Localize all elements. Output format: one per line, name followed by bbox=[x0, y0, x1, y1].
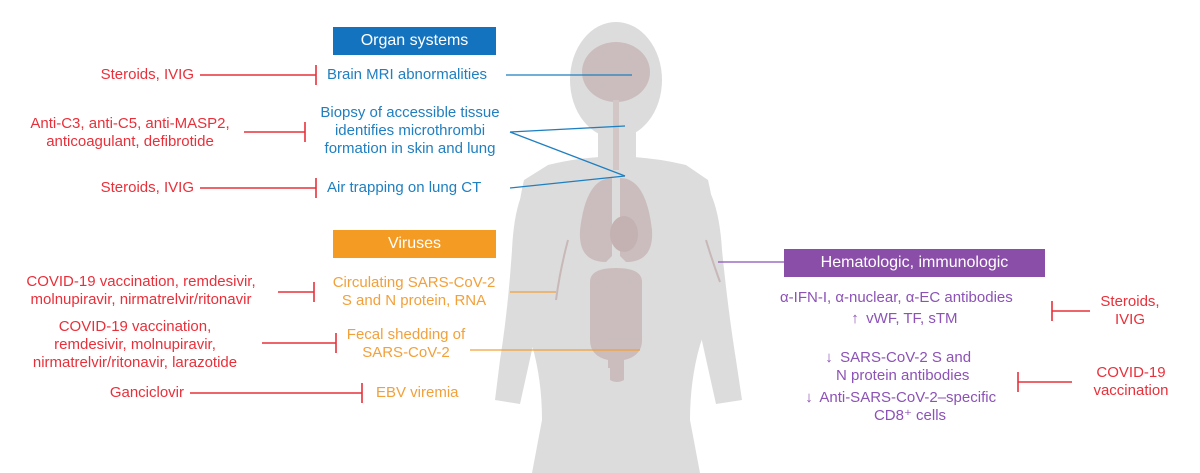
spinal-cord-shape bbox=[613, 100, 619, 170]
cd8-finding: ↓ Anti-SARS-CoV-2–specific CD8⁺ cells bbox=[802, 389, 1018, 425]
circulating-treatment: COVID-19 vaccination, remdesivir, molnup… bbox=[6, 273, 276, 309]
cd8-line-1: ↓ Anti-SARS-CoV-2–specific bbox=[802, 389, 1018, 407]
hematologic-header: Hematologic, immunologic bbox=[784, 249, 1045, 277]
viruses-header: Viruses bbox=[333, 230, 496, 258]
fecal-line-2: SARS-CoV-2 bbox=[362, 344, 450, 361]
fecal-treatment-line-1: COVID-19 vaccination, bbox=[58, 318, 212, 335]
organ-systems-header: Organ systems bbox=[333, 27, 496, 55]
biopsy-line-1: Biopsy of accessible tissue bbox=[320, 104, 500, 121]
virus-connectors bbox=[470, 291, 640, 351]
steroids-ivig-treatment: Steroids, IVIG bbox=[1090, 293, 1170, 329]
biopsy-connector-lower bbox=[509, 131, 626, 177]
organs bbox=[555, 42, 721, 382]
biopsy-treatment-line-2: anticoagulant, defibrotide bbox=[46, 133, 214, 150]
down-arrow-icon: ↓ bbox=[805, 389, 813, 406]
brain-shape bbox=[582, 42, 650, 102]
inhibition-lines bbox=[190, 65, 1090, 403]
biopsy-line-2: identifies microthrombi bbox=[334, 122, 486, 139]
left-vessel bbox=[555, 239, 569, 301]
cd8-line-2: CD8⁺ cells bbox=[873, 407, 947, 424]
fecal-line-1: Fecal shedding of bbox=[346, 326, 466, 343]
circulating-treatment-line-1: COVID-19 vaccination, remdesivir, bbox=[26, 273, 256, 290]
sars-antibodies-line-1: ↓ SARS-CoV-2 S and bbox=[822, 349, 971, 367]
biopsy-connector-upper bbox=[509, 125, 626, 133]
lung-treatment: Steroids, IVIG bbox=[100, 179, 194, 196]
fecal-treatment: COVID-19 vaccination, remdesivir, molnup… bbox=[10, 318, 260, 372]
sars-antibodies-finding: ↓ SARS-CoV-2 S and N protein antibodies bbox=[822, 349, 971, 385]
lung-connector bbox=[509, 175, 626, 189]
left-arm-shape bbox=[495, 172, 550, 404]
up-arrow-icon: ↑ bbox=[851, 310, 859, 327]
lung-ct-finding: Air trapping on lung CT bbox=[327, 179, 482, 196]
brain-treatment: Steroids, IVIG bbox=[100, 66, 194, 83]
fecal-treatment-line-2: remdesivir, molnupiravir, bbox=[54, 336, 216, 353]
steroids-line-1: Steroids, bbox=[1100, 293, 1160, 310]
ebv-finding: EBV viremia bbox=[376, 384, 459, 401]
biopsy-treatment: Anti-C3, anti-C5, anti-MASP2, anticoagul… bbox=[20, 115, 240, 151]
right-vessel bbox=[705, 239, 721, 283]
vaccination-treatment: COVID-19 vaccination bbox=[1076, 364, 1186, 400]
organ-connectors bbox=[506, 74, 632, 189]
circulating-line-2: S and N protein, RNA bbox=[341, 292, 487, 309]
sars-antibodies-line-2: N protein antibodies bbox=[836, 367, 970, 384]
circulating-treatment-line-2: molnupiravir, nirmatrelvir/ritonavir bbox=[30, 291, 252, 308]
fecal-finding: Fecal shedding of SARS-CoV-2 bbox=[346, 326, 466, 362]
vaccine-line-1: COVID-19 bbox=[1096, 364, 1166, 381]
rectum-shape bbox=[610, 364, 624, 382]
fecal-treatment-line-3: nirmatrelvir/ritonavir, larazotide bbox=[32, 354, 238, 371]
vwf-finding: ↑ vWF, TF, sTM bbox=[848, 310, 958, 328]
autoantibodies-finding: α-IFN-I, α-nuclear, α-EC antibodies bbox=[780, 289, 1013, 306]
vaccine-line-2: vaccination bbox=[1093, 382, 1169, 399]
vwf-label: vWF, TF, sTM bbox=[866, 310, 958, 327]
brain-mri-finding: Brain MRI abnormalities bbox=[327, 66, 488, 83]
down-arrow-icon: ↓ bbox=[825, 349, 833, 366]
biopsy-finding: Biopsy of accessible tissue identifies m… bbox=[310, 104, 510, 158]
circulating-line-1: Circulating SARS-CoV-2 bbox=[332, 274, 496, 291]
left-lung-shape bbox=[579, 178, 612, 262]
heart-shape bbox=[610, 216, 638, 252]
biopsy-treatment-line-1: Anti-C3, anti-C5, anti-MASP2, bbox=[30, 115, 230, 132]
ebv-treatment: Ganciclovir bbox=[109, 384, 184, 401]
circulating-finding: Circulating SARS-CoV-2 S and N protein, … bbox=[318, 274, 510, 310]
intestine-shape bbox=[590, 268, 642, 368]
biopsy-line-3: formation in skin and lung bbox=[324, 140, 496, 157]
steroids-line-2: IVIG bbox=[1114, 311, 1145, 328]
right-arm-shape bbox=[684, 172, 742, 404]
